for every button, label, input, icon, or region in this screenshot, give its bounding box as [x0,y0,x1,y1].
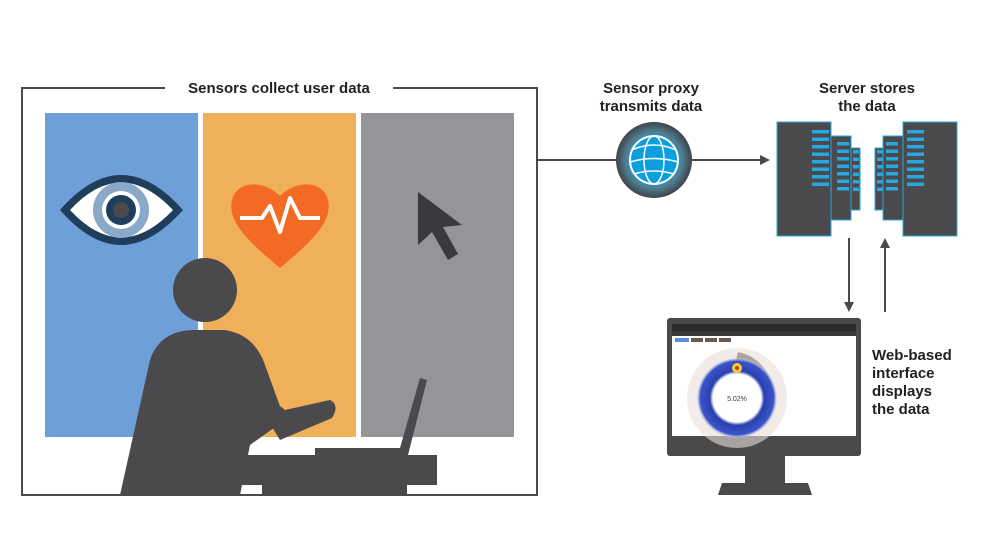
server-light [886,157,898,161]
server-light [853,187,859,191]
server-light [907,152,924,156]
web-label-line2: interface [872,365,935,382]
server-light [812,152,829,156]
monitor-icon: 5.02% [667,318,861,495]
proxy-label-line1: Sensor proxy [603,80,700,97]
server-light [886,187,898,191]
server-light [837,187,849,191]
server-light [812,167,829,171]
cursor-icon [418,192,462,260]
server-light [886,164,898,168]
screen-percent-label: 5.02% [727,396,747,403]
server-light [877,187,883,191]
server-indicator-lights [812,130,924,191]
server-light [853,172,859,176]
server-light [837,142,849,146]
server-light [812,175,829,179]
sensors-frame: Sensors collect user data [21,78,538,496]
server-light [812,145,829,149]
server-light [853,180,859,184]
server-light [812,182,829,186]
server-label-line2: the data [838,98,896,115]
server-light [886,172,898,176]
server-light [877,150,883,154]
proxy-label-line2: transmits data [600,98,703,115]
server-light [877,172,883,176]
server-light [877,180,883,184]
server-light [877,157,883,161]
web-label-line4: the data [872,401,930,418]
server-light [907,160,924,164]
server-light [907,167,924,171]
server-light [886,149,898,153]
eye-icon [60,175,183,245]
server-light [886,142,898,146]
server-light [907,175,924,179]
server-light [812,160,829,164]
server-light [886,179,898,183]
web-label-line1: Web-based [872,347,952,364]
server-light [837,179,849,183]
server-light [837,149,849,153]
server-rack-icon [776,121,958,237]
server-light [837,164,849,168]
server-light [837,172,849,176]
web-label-line3: displays [872,383,932,400]
server-light [837,157,849,161]
server-light [907,145,924,149]
cursor-panel [361,113,514,437]
server-label-line1: Server stores [819,80,915,97]
globe-icon [616,122,692,198]
server-light [907,137,924,141]
heart-icon [231,184,329,268]
server-light [812,137,829,141]
server-light [853,165,859,169]
server-light [907,182,924,186]
server-light [853,150,859,154]
sensors-label: Sensors collect user data [188,80,370,97]
server-light [812,130,829,134]
server-light [877,165,883,169]
server-light [907,130,924,134]
person-at-laptop-icon [120,258,437,495]
server-light [853,157,859,161]
